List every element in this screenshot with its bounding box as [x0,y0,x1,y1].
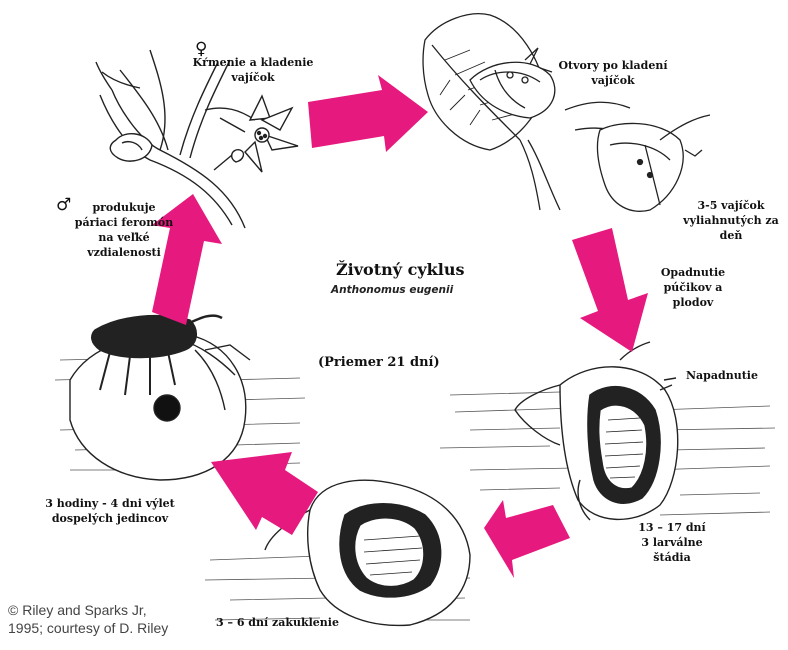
average-duration: (Priemer 21 dní) [318,355,440,370]
label-larval-period: 13 – 17 dní [632,520,712,535]
diagram-title: Životný cyklus [336,260,464,279]
female-symbol: ♀ [195,42,207,58]
label-bud-drop: Opadnutie púčikov a plodov [648,265,738,310]
adult-weevil-illustration [70,316,250,480]
label-pupation: 3 – 6 dní zakuklenie [216,615,339,630]
label-pheromone: produkuje páriaci feromón na veľké vzdia… [74,200,174,260]
label-oviposition-holes: Otvory po kladení vajíčok [558,58,668,88]
arrow-pupation-to-emergence [211,452,318,535]
label-mating: Kŕmenie a kladenie vajíčok [175,55,331,85]
credit-line-2: 1995; courtesy of D. Riley [8,619,168,637]
label-larval-stages: 3 larválne štádia [632,535,712,565]
pepper-plant-illustration [423,14,710,212]
label-eggs-hatched: 3-5 vajíčok vyliahnutých za deň [676,198,786,243]
arrow-flower-to-fruit [308,75,428,152]
species-name: Anthonomus eugenii [331,284,453,296]
infested-fruit-illustration [515,342,678,520]
credit-line-1: © Riley and Sparks Jr, [8,601,147,619]
label-emergence: 3 hodiny - 4 dni výlet dospelých jedinco… [30,496,190,526]
label-infestation: Napadnutie [686,368,758,383]
male-symbol: ♂ [56,198,71,214]
arrow-drop-to-pupation [484,500,570,578]
arrow-fruit-to-drop [572,228,648,352]
